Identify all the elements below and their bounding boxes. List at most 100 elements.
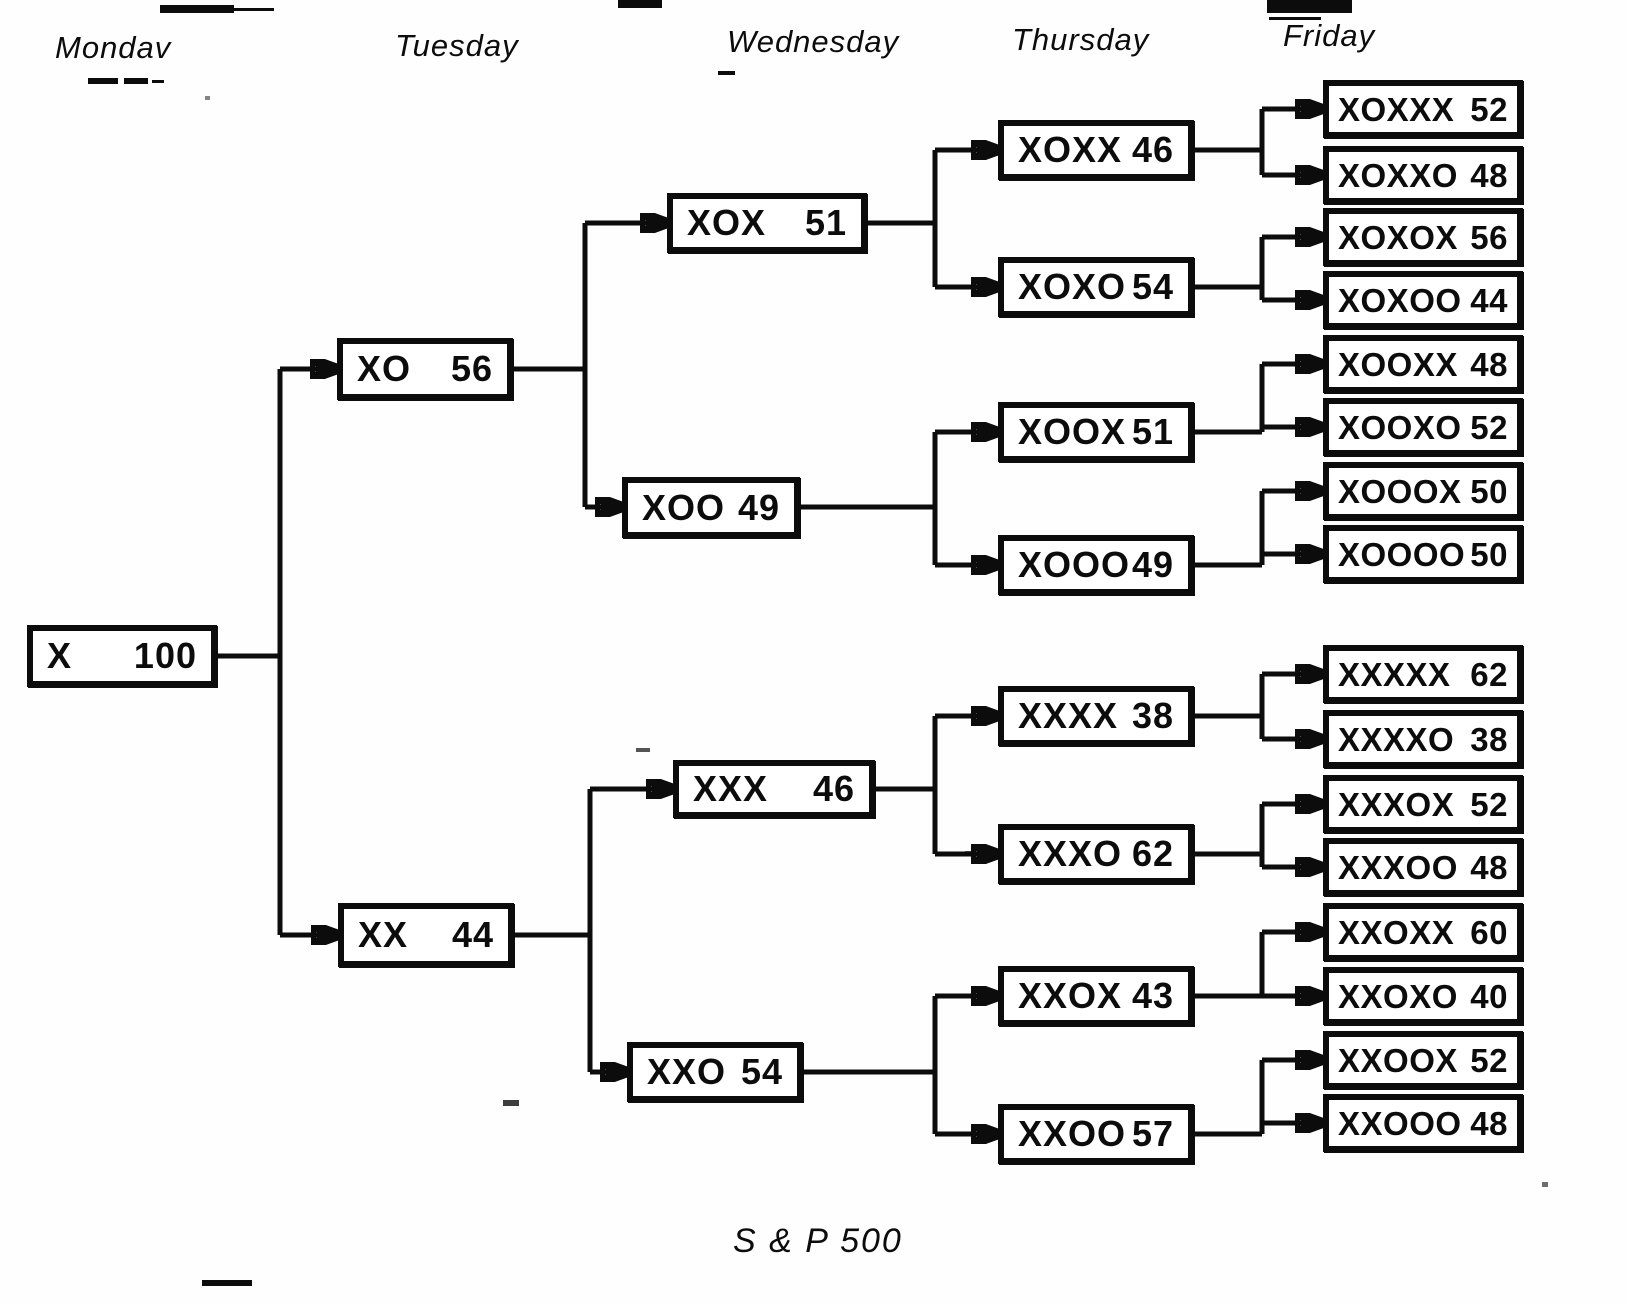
node-value: 44 (1470, 281, 1508, 319)
node-label: XOX (687, 202, 767, 243)
column-header-thursday: Thursday (1012, 22, 1150, 57)
node-label: XO (357, 348, 412, 389)
node-value: 62 (1470, 655, 1508, 693)
node-label: XXXOX (1338, 785, 1455, 823)
edge-XXOX-bracket (1194, 932, 1265, 999)
edge-XO-bracket (513, 223, 588, 507)
node-value: 50 (1470, 535, 1508, 573)
node-value: 49 (737, 486, 780, 528)
node-label: XOXOX (1338, 218, 1458, 256)
edge-XOOX-bracket (1194, 364, 1265, 435)
node-value: 50 (1470, 472, 1508, 510)
node-label: XX (358, 914, 409, 955)
node-value: 52 (1470, 408, 1508, 446)
node-value: 46 (812, 768, 855, 809)
node-XOX: XOX 51 (667, 193, 867, 253)
column-header-wednesday: Wednesday (727, 24, 900, 59)
node-label: XOOXO (1338, 408, 1462, 446)
node-label: XXOXX (1338, 913, 1455, 951)
node-label: XXXOO (1338, 848, 1458, 886)
scan-artifact (718, 71, 735, 75)
edge-XXXX-bracket (1194, 674, 1265, 739)
scan-artifact (202, 1280, 252, 1286)
node-XXO: XXO 54 (627, 1042, 803, 1102)
edge-XOOO-bracket (1194, 491, 1265, 568)
node-label: XXO (647, 1051, 727, 1092)
node-value: 46 (1131, 129, 1174, 170)
node-value: 54 (740, 1051, 783, 1092)
edge-XXX-bracket (875, 716, 938, 854)
node-value: 52 (1470, 1041, 1508, 1079)
scan-artifact (1267, 0, 1352, 13)
column-header-monday: Mondav (55, 30, 172, 65)
scan-artifact (234, 8, 274, 11)
node-X: X 100 (27, 625, 217, 687)
node-XXX: XXX 46 (673, 760, 875, 818)
column-header-tuesday: Tuesday (395, 28, 519, 63)
node-XOXXX: XOXXX 52 (1323, 80, 1523, 138)
scan-artifact (1542, 1182, 1548, 1187)
node-label: XOOO (1018, 544, 1131, 585)
node-label: XXXXX (1338, 655, 1451, 693)
edge-XXOO-bracket (1194, 1060, 1265, 1137)
node-value: 56 (1470, 218, 1508, 256)
node-label: XXXO (1018, 833, 1123, 874)
node-value: 100 (133, 635, 197, 676)
node-XOXOX: XOXOX 56 (1323, 208, 1523, 266)
node-value: 48 (1470, 345, 1508, 383)
figure-caption: S & P 500 (733, 1222, 903, 1260)
node-value: 51 (804, 202, 847, 243)
node-label: XOXOO (1338, 281, 1462, 319)
node-label: X (47, 635, 73, 676)
node-value: 48 (1470, 1104, 1508, 1142)
node-label: XXOX (1018, 975, 1123, 1016)
scan-artifact (152, 80, 164, 83)
edge-XXXO-bracket (1194, 804, 1265, 867)
scan-artifact (88, 78, 118, 84)
node-value: 43 (1131, 975, 1174, 1016)
node-label: XXX (693, 768, 769, 809)
node-value: 44 (451, 914, 494, 955)
node-label: XXOO (1018, 1113, 1127, 1154)
node-value: 54 (1131, 266, 1174, 307)
node-label: XOXXO (1338, 156, 1458, 194)
node-value: 51 (1131, 411, 1174, 452)
scan-artifact (205, 96, 210, 100)
node-XXXXX: XXXXX 62 (1323, 645, 1523, 703)
node-value: 52 (1470, 90, 1508, 128)
scan-artifact (124, 78, 148, 84)
scan-artifact (1269, 17, 1321, 20)
node-label: XOOX (1018, 411, 1127, 452)
node-value: 62 (1131, 833, 1174, 874)
node-label: XOOOX (1338, 472, 1462, 510)
node-value: 56 (450, 348, 493, 389)
scan-artifact (618, 0, 662, 8)
node-label: XOXO (1018, 266, 1127, 307)
scan-artifact (965, 851, 974, 855)
node-value: 49 (1131, 544, 1174, 585)
column-header-friday: Friday (1283, 18, 1376, 53)
node-label: XOXXX (1338, 90, 1455, 128)
edge-XX-bracket (514, 789, 593, 1072)
edge-XOO-bracket (800, 432, 938, 565)
node-value: 38 (1470, 720, 1508, 758)
node-label: XXXXO (1338, 720, 1455, 758)
scan-artifact (636, 748, 650, 752)
edge-XOXX-bracket (1194, 109, 1265, 175)
node-value: 40 (1470, 977, 1508, 1015)
node-value: 57 (1131, 1113, 1174, 1154)
